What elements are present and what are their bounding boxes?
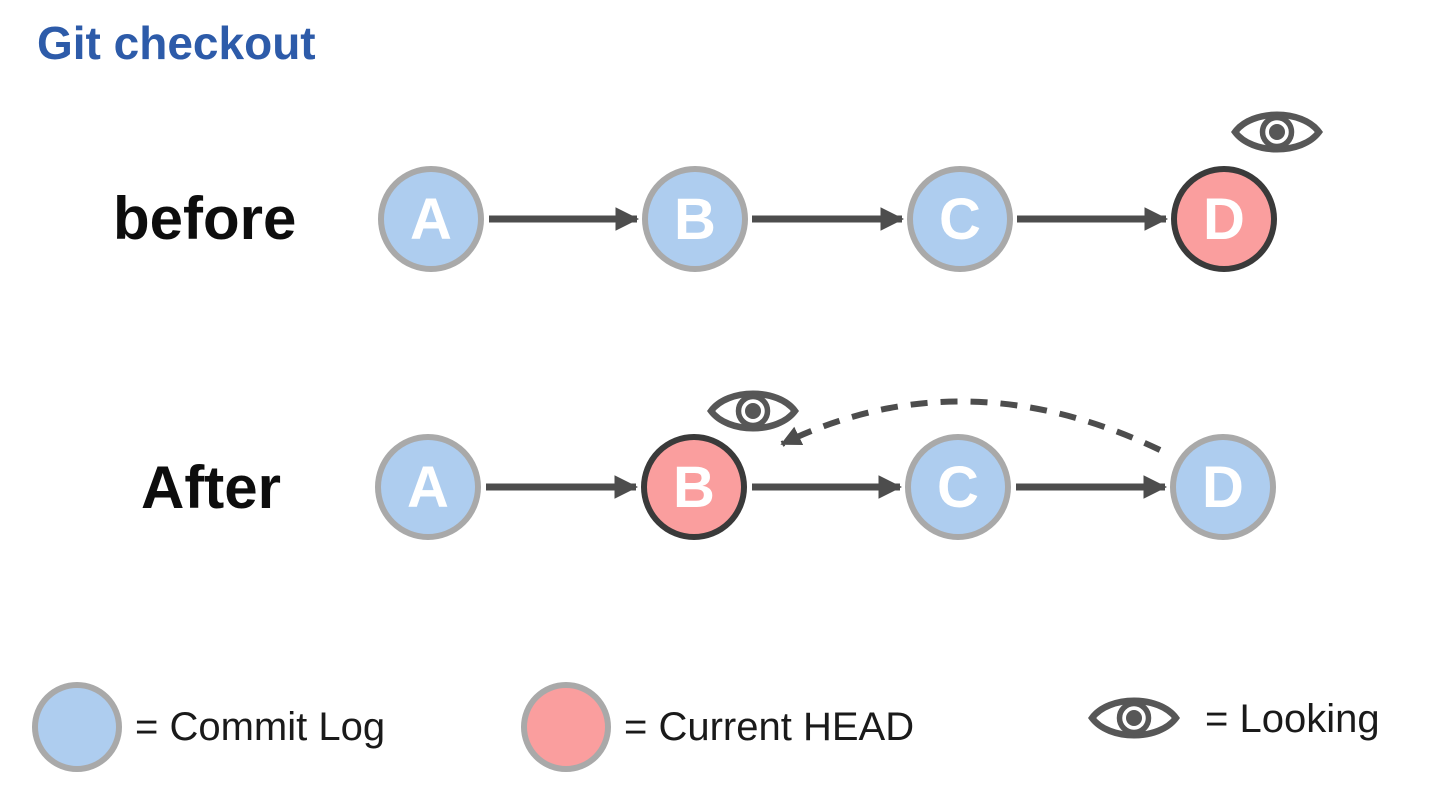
commit-letter: C [937,454,979,520]
eye-icon [1231,111,1323,153]
commit-node-before-a: A [378,166,484,272]
commit-letter: C [939,186,981,252]
commit-letter: A [410,186,452,252]
commit-letter: D [1203,186,1245,252]
legend-label-commit-log: = Commit Log [135,705,386,749]
legend-commit-log-circle [32,682,122,772]
checkout-dashed-arrow [780,398,1162,453]
commit-letter: D [1202,454,1244,520]
commit-node-after-b-head: B [641,434,747,540]
legend-label-looking: = Looking [1205,697,1380,741]
commit-letter: B [674,186,716,252]
commit-node-before-b: B [642,166,748,272]
commit-node-after-a: A [375,434,481,540]
row-label-before: before [113,185,297,252]
page-title: Git checkout [37,17,316,69]
legend-label-current-head: = Current HEAD [624,705,915,749]
eye-icon [707,390,799,432]
commit-node-after-c: C [905,434,1011,540]
commit-letter: B [673,454,715,520]
legend-current-head-circle [521,682,611,772]
commit-node-before-c: C [907,166,1013,272]
commit-node-after-d: D [1170,434,1276,540]
commit-node-before-d-head: D [1171,166,1277,272]
commit-letter: A [407,454,449,520]
eye-icon [1088,697,1180,739]
row-label-after: After [141,454,282,521]
